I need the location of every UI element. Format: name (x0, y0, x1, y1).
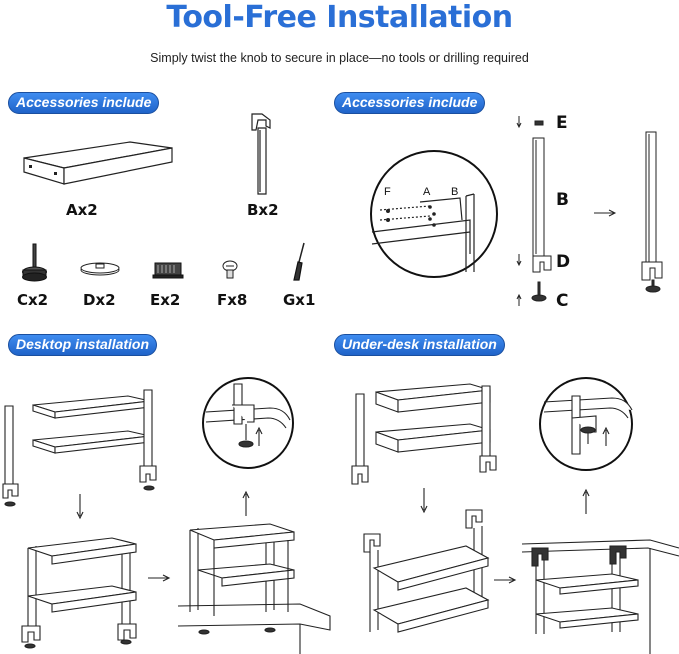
part-f-label: Fx8 (217, 291, 248, 309)
part-e-label: Ex2 (150, 291, 181, 309)
zoom-label-b: B (451, 186, 459, 198)
part-e-letter: E (556, 113, 568, 133)
zoom-label-a: A (423, 186, 431, 198)
part-g-label: Gx1 (283, 291, 316, 309)
part-a-label: Ax2 (66, 201, 98, 219)
part-d-label: Dx2 (83, 291, 116, 309)
part-b-letter: B (556, 190, 569, 210)
zoom-label-f: F (384, 186, 391, 198)
page-subtitle: Simply twist the knob to secure in place… (150, 51, 529, 65)
section-accessories-right: Accessories include (334, 92, 486, 114)
part-c-label: Cx2 (17, 291, 49, 309)
section-desktop-installation: Desktop installation (8, 334, 158, 356)
section-accessories-left: Accessories include (8, 92, 160, 114)
page-title: Tool-Free Installation (166, 0, 513, 35)
section-underdesk-installation: Under-desk installation (334, 334, 505, 356)
part-c-letter: C (556, 291, 569, 311)
part-b-label: Bx2 (247, 201, 279, 219)
part-d-letter: D (556, 252, 571, 272)
